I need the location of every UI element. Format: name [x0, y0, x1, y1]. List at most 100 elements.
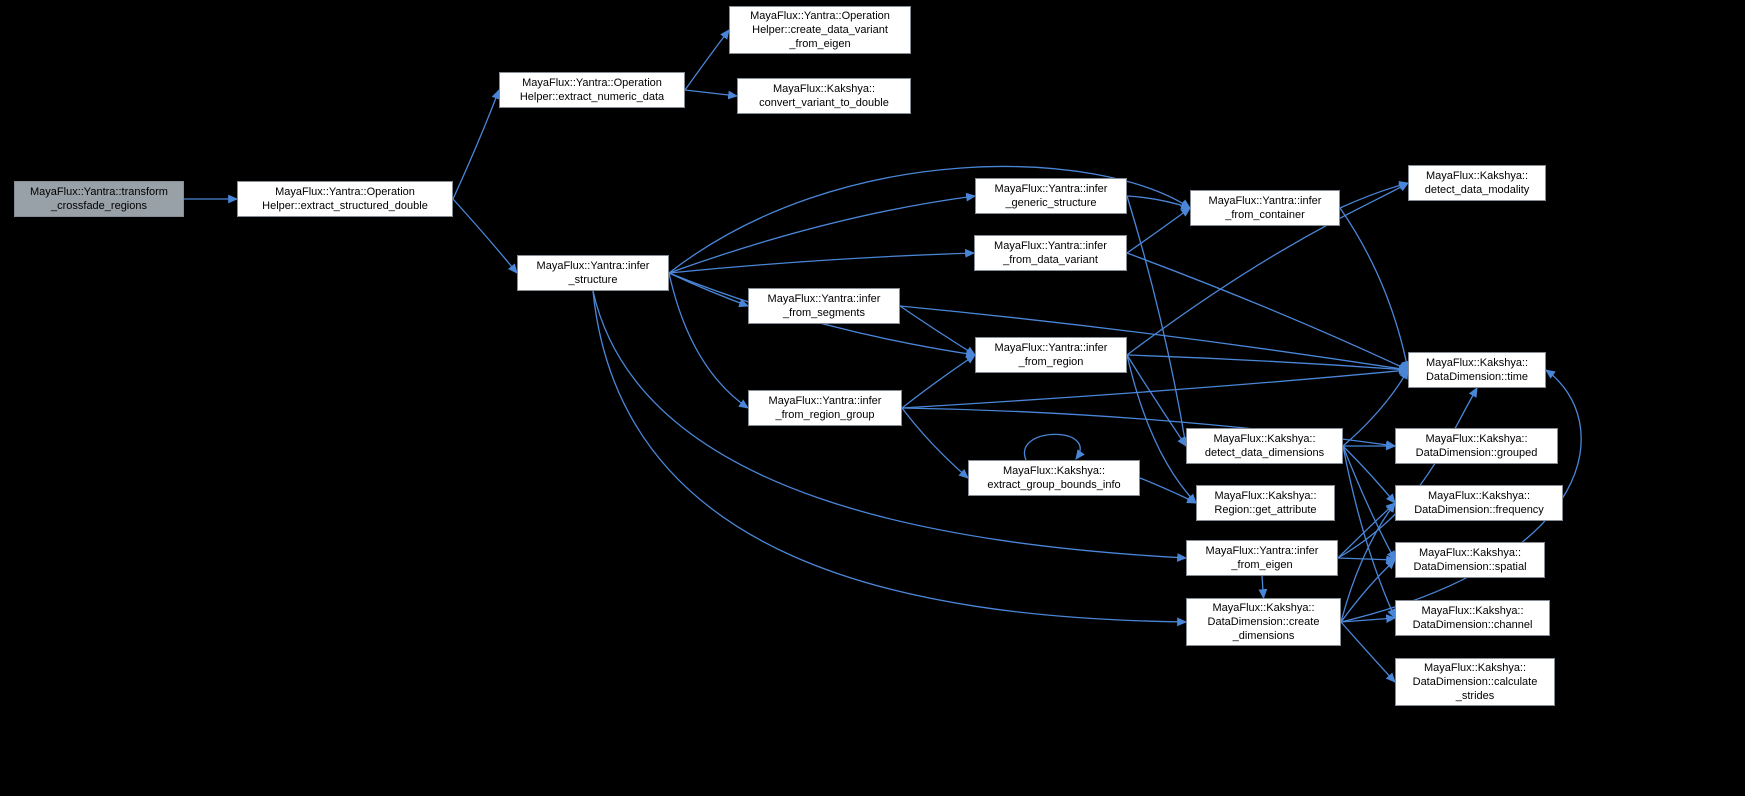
- edge-create_dimensions-to-spatial: [1340, 559, 1396, 623]
- graph-node-label-line: _crossfade_regions: [50, 200, 147, 212]
- graph-node-label-line: _from_eigen: [789, 38, 851, 50]
- edge-infer_from_region-to-detect_data_modality: [1126, 182, 1409, 356]
- graph-node-label-line: MayaFlux::Kakshya::: [1002, 465, 1106, 477]
- graph-node-channel[interactable]: MayaFlux::Kakshya::DataDimension::channe…: [1395, 600, 1550, 636]
- graph-node-spatial[interactable]: MayaFlux::Kakshya::DataDimension::spatia…: [1395, 542, 1545, 578]
- graph-node-extract_group_bounds_info[interactable]: MayaFlux::Kakshya::extract_group_bounds_…: [968, 460, 1140, 496]
- graph-node-label-line: MayaFlux::Kakshya::: [1213, 433, 1316, 445]
- edge-infer_structure-to-infer_from_container: [668, 165, 1191, 274]
- graph-node-label-line: MayaFlux::Kakshya::: [1418, 547, 1522, 559]
- edge-infer_generic_structure-to-infer_from_container: [1126, 195, 1192, 210]
- edge-infer_structure-to-infer_generic_structure: [668, 192, 977, 274]
- graph-node-label-line: MayaFlux::Kakshya::: [1212, 602, 1315, 614]
- graph-node-label-line: MayaFlux::Yantra::transform: [30, 186, 168, 198]
- graph-node-label-line: MayaFlux::Yantra::Operation: [275, 186, 415, 198]
- graph-node-label-line: Helper::extract_numeric_data: [519, 91, 665, 103]
- graph-node-label-line: DataDimension::time: [1425, 371, 1529, 383]
- graph-node-time[interactable]: MayaFlux::Kakshya::DataDimension::time: [1408, 352, 1546, 388]
- graph-node-label-line: MayaFlux::Kakshya::: [1421, 605, 1524, 617]
- graph-node-detect_data_modality[interactable]: MayaFlux::Kakshya::detect_data_modality: [1408, 165, 1546, 201]
- edge-infer_from_region-to-time: [1126, 354, 1410, 374]
- graph-node-label-line: _dimensions: [1232, 630, 1295, 642]
- graph-node-label-line: MayaFlux::Yantra::Operation: [522, 77, 662, 89]
- graph-node-label-line: MayaFlux::Yantra::infer: [767, 293, 881, 305]
- edge-extract_numeric_data-to-convert_variant_to_double: [684, 89, 739, 100]
- graph-node-infer_from_region_group[interactable]: MayaFlux::Yantra::infer_from_region_grou…: [748, 390, 902, 426]
- edge-infer_from_eigen-to-time: [1337, 387, 1478, 559]
- edge-extract_structured_double-to-extract_numeric_data: [452, 88, 500, 200]
- graph-node-infer_from_container[interactable]: MayaFlux::Yantra::infer_from_container: [1190, 190, 1340, 226]
- edge-extract_structured_double-to-infer_structure: [452, 198, 518, 274]
- edge-infer_structure-to-infer_from_region_group: [668, 272, 749, 409]
- graph-node-label-line: MayaFlux::Yantra::infer: [768, 395, 882, 407]
- graph-node-label-line: _strides: [1455, 690, 1495, 702]
- graph-node-calculate_strides[interactable]: MayaFlux::Kakshya::DataDimension::calcul…: [1395, 658, 1555, 706]
- edge-extract_group_bounds_info-to-get_attribute: [1139, 477, 1197, 504]
- graph-node-convert_variant_to_double[interactable]: MayaFlux::Kakshya::convert_variant_to_do…: [737, 78, 911, 114]
- edge-create_dimensions-to-calculate_strides: [1340, 621, 1396, 683]
- graph-node-create_dimensions[interactable]: MayaFlux::Kakshya::DataDimension::create…: [1186, 598, 1341, 646]
- edge-infer_from_data_variant-to-infer_from_container: [1126, 207, 1191, 254]
- graph-node-label-line: MayaFlux::Kakshya::: [1425, 170, 1529, 182]
- graph-node-label-line: MayaFlux::Yantra::Operation: [750, 10, 890, 22]
- graph-node-label-line: Helper::extract_structured_double: [262, 200, 428, 212]
- graph-node-label-line: _from_region: [1018, 356, 1084, 368]
- edge-infer_from_region_group-to-time: [901, 366, 1410, 409]
- edge-extract_group_bounds_info-to-extract_group_bounds_info: [1023, 433, 1085, 461]
- edge-infer_from_container-to-time: [1339, 207, 1411, 372]
- edge-paths-group: [184, 29, 1582, 683]
- graph-node-label-line: _structure: [568, 274, 618, 286]
- graph-node-label-line: _from_region_group: [775, 409, 875, 421]
- edge-infer_from_segments-to-time: [899, 305, 1410, 374]
- edge-infer_from_region-to-get_attribute: [1126, 354, 1197, 504]
- graph-node-label-line: _from_segments: [783, 307, 865, 319]
- edge-detect_data_dimensions-to-spatial: [1342, 445, 1396, 561]
- edge-infer_from_eigen-to-create_dimensions: [1258, 575, 1268, 600]
- graph-node-infer_from_eigen[interactable]: MayaFlux::Yantra::infer_from_eigen: [1186, 540, 1338, 576]
- graph-node-label-line: MayaFlux::Yantra::infer: [1208, 195, 1322, 207]
- graph-node-infer_generic_structure[interactable]: MayaFlux::Yantra::infer_generic_structur…: [975, 178, 1127, 214]
- edge-infer_structure-to-infer_from_eigen: [592, 290, 1188, 562]
- graph-node-label-line: _generic_structure: [1005, 197, 1097, 209]
- edge-extract_numeric_data-to-create_data_variant_from_eigen: [684, 29, 730, 91]
- graph-node-infer_structure[interactable]: MayaFlux::Yantra::infer_structure: [517, 255, 669, 291]
- graph-node-label-line: DataDimension::calculate: [1412, 676, 1538, 688]
- graph-node-label-line: MayaFlux::Yantra::infer: [994, 240, 1107, 252]
- edge-infer_structure-to-infer_from_data_variant: [668, 248, 976, 274]
- graph-node-label-line: _from_container: [1225, 209, 1305, 221]
- edge-create_dimensions-to-frequency: [1340, 502, 1396, 623]
- edge-infer_from_segments-to-infer_from_region: [899, 305, 976, 356]
- edge-detect_data_dimensions-to-channel: [1342, 445, 1396, 620]
- graph-node-label-line: convert_variant_to_double: [759, 97, 889, 109]
- edge-infer_from_data_variant-to-time: [1126, 252, 1410, 371]
- edge-detect_data_dimensions-to-frequency: [1342, 445, 1396, 504]
- graph-node-label-line: _from_eigen: [1231, 559, 1293, 571]
- graph-node-label-line: MayaFlux::Kakshya::: [1425, 433, 1528, 445]
- graph-node-grouped[interactable]: MayaFlux::Kakshya::DataDimension::groupe…: [1395, 428, 1558, 464]
- graph-node-label-line: MayaFlux::Kakshya::: [1214, 490, 1317, 502]
- edge-detect_data_dimensions-to-time: [1342, 369, 1409, 447]
- graph-node-transform_crossfade_regions[interactable]: MayaFlux::Yantra::transform_crossfade_re…: [14, 181, 184, 217]
- graph-node-infer_from_data_variant[interactable]: MayaFlux::Yantra::infer_from_data_varian…: [974, 235, 1127, 271]
- graph-node-label-line: DataDimension::spatial: [1413, 561, 1527, 573]
- edge-infer_from_region-to-detect_data_dimensions: [1126, 354, 1187, 447]
- graph-node-label-line: DataDimension::channel: [1412, 619, 1533, 631]
- graph-node-label-line: MayaFlux::Yantra::infer: [1205, 545, 1319, 557]
- graph-node-infer_from_region[interactable]: MayaFlux::Yantra::infer_from_region: [975, 337, 1127, 373]
- graph-node-get_attribute[interactable]: MayaFlux::Kakshya::Region::get_attribute: [1196, 485, 1335, 521]
- graph-node-label-line: MayaFlux::Kakshya::: [1425, 357, 1529, 369]
- graph-node-infer_from_segments[interactable]: MayaFlux::Yantra::infer_from_segments: [748, 288, 900, 324]
- graph-node-detect_data_dimensions[interactable]: MayaFlux::Kakshya::detect_data_dimension…: [1186, 428, 1343, 464]
- graph-node-label-line: Region::get_attribute: [1214, 504, 1317, 516]
- edge-infer_structure-to-create_dimensions: [592, 290, 1188, 627]
- graph-node-label-line: MayaFlux::Yantra::infer: [536, 260, 650, 272]
- graph-node-label-line: MayaFlux::Kakshya::: [1427, 490, 1531, 502]
- graph-node-frequency[interactable]: MayaFlux::Kakshya::DataDimension::freque…: [1395, 485, 1563, 521]
- graph-node-label-line: DataDimension::frequency: [1414, 504, 1544, 516]
